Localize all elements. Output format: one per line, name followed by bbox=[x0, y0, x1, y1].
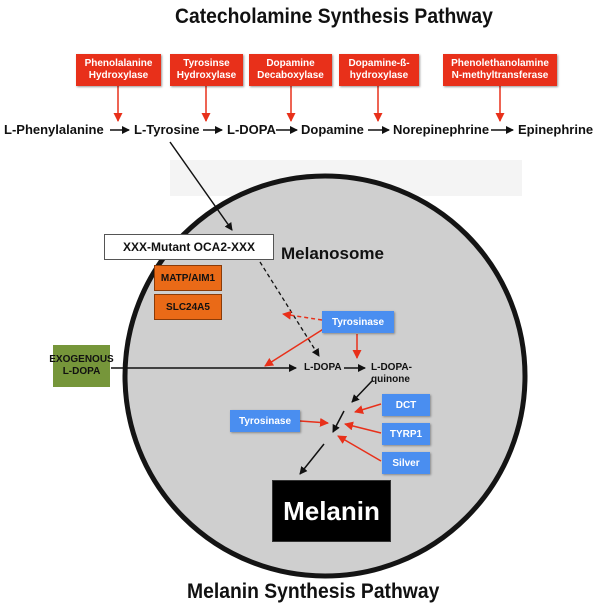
compound-l-tyrosine: L-Tyrosine bbox=[134, 122, 200, 137]
enzyme-pnmt: Phenolethanolamine N-methyltransferase bbox=[443, 54, 557, 86]
matp-aim1-box: MATP/AIM1 bbox=[154, 265, 222, 291]
compound-epinephrine: Epinephrine bbox=[518, 122, 594, 137]
slc24a5-box: SLC24A5 bbox=[154, 294, 222, 320]
melanosome-label: Melanosome bbox=[281, 244, 384, 263]
tyrosinase-top-box: Tyrosinase bbox=[322, 311, 394, 333]
l-dopa-quinone-label: L-DOPA- quinone bbox=[371, 362, 412, 385]
tyrosinase-to-left-arrow bbox=[264, 327, 326, 367]
compound-norepinephrine: Norepinephrine bbox=[393, 122, 490, 137]
tyrosinase-left-box: Tyrosinase bbox=[230, 410, 300, 432]
enzyme-dopamine-beta-hydroxylase: Dopamine-ß- hydroxylase bbox=[339, 54, 419, 86]
mutant-oca2-box: XXX-Mutant OCA2-XXX bbox=[104, 234, 274, 260]
melanin-box: Melanin bbox=[272, 480, 391, 542]
tyrp1-box: TYRP1 bbox=[382, 423, 430, 445]
enzyme-phenylalanine-hydroxylase: Phenolalanine Hydroxylase bbox=[76, 54, 161, 86]
enzyme-dopamine-decarboxylase: Dopamine Decaboxylase bbox=[249, 54, 332, 86]
bottom-title: Melanin Synthesis Pathway bbox=[187, 580, 440, 603]
dct-arrow bbox=[354, 403, 382, 414]
silver-box: Silver bbox=[382, 452, 430, 474]
tyrosine-transport-arrow bbox=[169, 141, 233, 231]
compound-l-dopa: L-DOPA bbox=[227, 122, 276, 137]
dct-box: DCT bbox=[382, 394, 430, 416]
tyrosinase-left-arrow bbox=[299, 417, 329, 427]
tyrp1-arrow bbox=[344, 421, 382, 434]
compound-l-phenylalanine: L-Phenylalanine bbox=[4, 122, 104, 137]
silver-arrow bbox=[337, 435, 382, 462]
quinone-arrow-2 bbox=[332, 410, 345, 433]
exogenous-l-dopa-box: EXOGENOUS L-DOPA bbox=[49, 345, 114, 387]
compound-dopamine: Dopamine bbox=[301, 122, 364, 137]
melanosome-circle bbox=[122, 173, 528, 579]
mutant-dashed-arrow bbox=[259, 261, 320, 357]
quinone-arrow-1 bbox=[351, 380, 373, 403]
l-dopa-label: L-DOPA bbox=[304, 362, 342, 373]
top-title: Catecholamine Synthesis Pathway bbox=[175, 5, 493, 28]
quinone-arrow-3 bbox=[299, 443, 325, 475]
enzyme-tyrosine-hydroxylase: Tyrosinse Hydroxylase bbox=[170, 54, 243, 86]
